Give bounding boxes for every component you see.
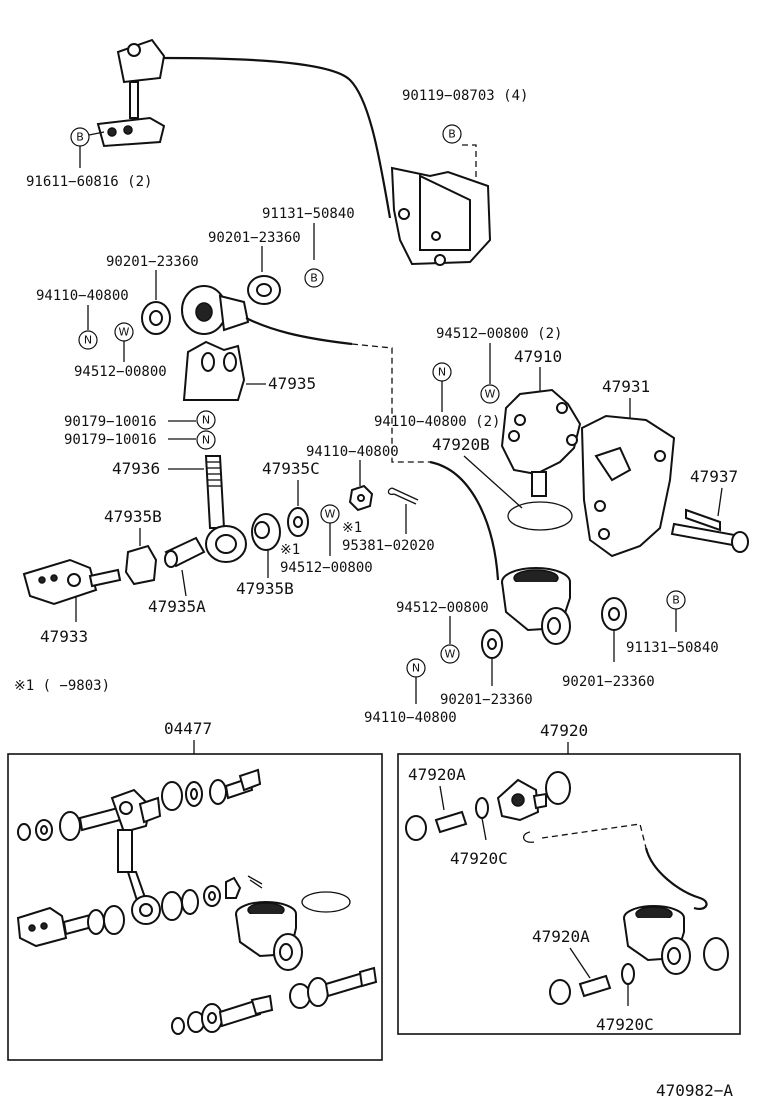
svg-text:N: N xyxy=(84,334,92,347)
circled-n-icon: N xyxy=(432,362,452,382)
lower-rod xyxy=(429,460,500,581)
label-90201-b: 90201−23360 xyxy=(106,254,199,270)
svg-text:B: B xyxy=(448,128,456,141)
label-94512-c: 94512−00800 (2) xyxy=(436,326,562,342)
svg-text:W: W xyxy=(119,326,130,339)
kit-47920-box xyxy=(397,753,741,1035)
label-star1-a: ※1 xyxy=(342,520,362,536)
bushing-47935B-a xyxy=(124,544,158,586)
sleeve-47935A xyxy=(164,536,206,568)
o-ring xyxy=(507,501,573,531)
label-47920A-b: 47920A xyxy=(532,927,590,946)
svg-text:N: N xyxy=(202,414,210,427)
label-90179-a: 90179−10016 xyxy=(64,414,157,430)
label-91611: 91611−60816 (2) xyxy=(26,174,152,190)
height-sensor-body xyxy=(390,166,492,266)
bushing-47935B-b xyxy=(251,513,281,551)
threaded-link-47936 xyxy=(204,455,247,563)
link-bushing xyxy=(181,285,250,335)
sensor-rod xyxy=(163,56,392,219)
label-47920C-b: 47920C xyxy=(596,1015,654,1034)
svg-text:B: B xyxy=(76,131,84,144)
label-47933: 47933 xyxy=(40,627,88,646)
svg-text:W: W xyxy=(485,388,496,401)
circled-b-icon: B xyxy=(442,124,462,144)
label-04477: 04477 xyxy=(164,719,212,738)
bracket-47931 xyxy=(580,414,676,558)
circled-n-icon: N xyxy=(196,410,216,430)
kit-04477-box xyxy=(7,753,383,1061)
kit-rod-dash xyxy=(541,823,647,849)
label-47935B-a: 47935B xyxy=(104,507,162,526)
circled-w-icon: W xyxy=(440,644,460,664)
label-90201-a: 90201−23360 xyxy=(208,230,301,246)
circled-n-icon: N xyxy=(196,430,216,450)
label-94110-c: 94110−40800 (2) xyxy=(374,414,500,430)
label-95381: 95381−02020 xyxy=(342,538,435,554)
label-47920A-a: 47920A xyxy=(408,765,466,784)
bolt-47937 xyxy=(670,508,749,553)
circled-w-icon: W xyxy=(480,384,500,404)
label-47935C: 47935C xyxy=(262,459,320,478)
footnote: ※1 ( −9803) xyxy=(14,678,110,694)
svg-text:W: W xyxy=(325,508,336,521)
label-94512-d: 94512−00800 xyxy=(396,600,489,616)
rod-dash xyxy=(351,343,430,463)
label-47937: 47937 xyxy=(690,467,738,486)
circled-w-icon: W xyxy=(320,504,340,524)
label-91131-top: 91131−50840 xyxy=(262,206,355,222)
kit-rod xyxy=(644,847,708,910)
svg-text:N: N xyxy=(202,434,210,447)
bracket-47935 xyxy=(182,340,246,401)
label-47910: 47910 xyxy=(514,347,562,366)
label-47920B: 47920B xyxy=(432,435,490,454)
svg-text:B: B xyxy=(672,594,680,607)
kit-47920-parts-lower xyxy=(549,905,729,1005)
plate-47933 xyxy=(22,558,122,606)
label-47931: 47931 xyxy=(602,377,650,396)
label-47920C-a: 47920C xyxy=(450,849,508,868)
height-sensor-link xyxy=(96,38,166,148)
label-90201-c: 90201−23360 xyxy=(440,692,533,708)
label-47920: 47920 xyxy=(540,721,588,740)
cotter-pin xyxy=(387,487,419,505)
label-90119: 90119−08703 (4) xyxy=(402,88,528,104)
label-91131-right: 91131−50840 xyxy=(626,640,719,656)
label-47936: 47936 xyxy=(112,459,160,478)
circled-b-icon: B xyxy=(666,590,686,610)
label-47935: 47935 xyxy=(268,374,316,393)
svg-text:N: N xyxy=(438,366,446,379)
svg-text:W: W xyxy=(445,648,456,661)
kit-04477-parts xyxy=(16,768,378,1035)
label-47935B-b: 47935B xyxy=(236,579,294,598)
circled-b-icon: B xyxy=(70,127,90,147)
svg-text:B: B xyxy=(310,272,318,285)
label-90179-b: 90179−10016 xyxy=(64,432,157,448)
label-star1-b: ※1 xyxy=(280,542,300,558)
lower-grommet xyxy=(501,567,571,645)
link-rod xyxy=(245,317,353,346)
label-94512-a: 94512−00800 xyxy=(74,364,167,380)
label-90201-d: 90201−23360 xyxy=(562,674,655,690)
label-94110-b: 94110−40800 xyxy=(306,444,399,460)
svg-text:N: N xyxy=(412,662,420,675)
diagram-id: 470982−A xyxy=(656,1081,733,1100)
circled-b-icon: B xyxy=(304,268,324,288)
label-94110-a: 94110−40800 xyxy=(36,288,129,304)
valve-47910 xyxy=(500,388,582,497)
circled-n-icon: N xyxy=(78,330,98,350)
label-94110-d: 94110−40800 xyxy=(364,710,457,726)
circled-w-icon: W xyxy=(114,322,134,342)
circled-n-icon: N xyxy=(406,658,426,678)
label-94512-b: 94512−00800 xyxy=(280,560,373,576)
label-47935A: 47935A xyxy=(148,597,206,616)
leader-90119 xyxy=(462,144,477,178)
